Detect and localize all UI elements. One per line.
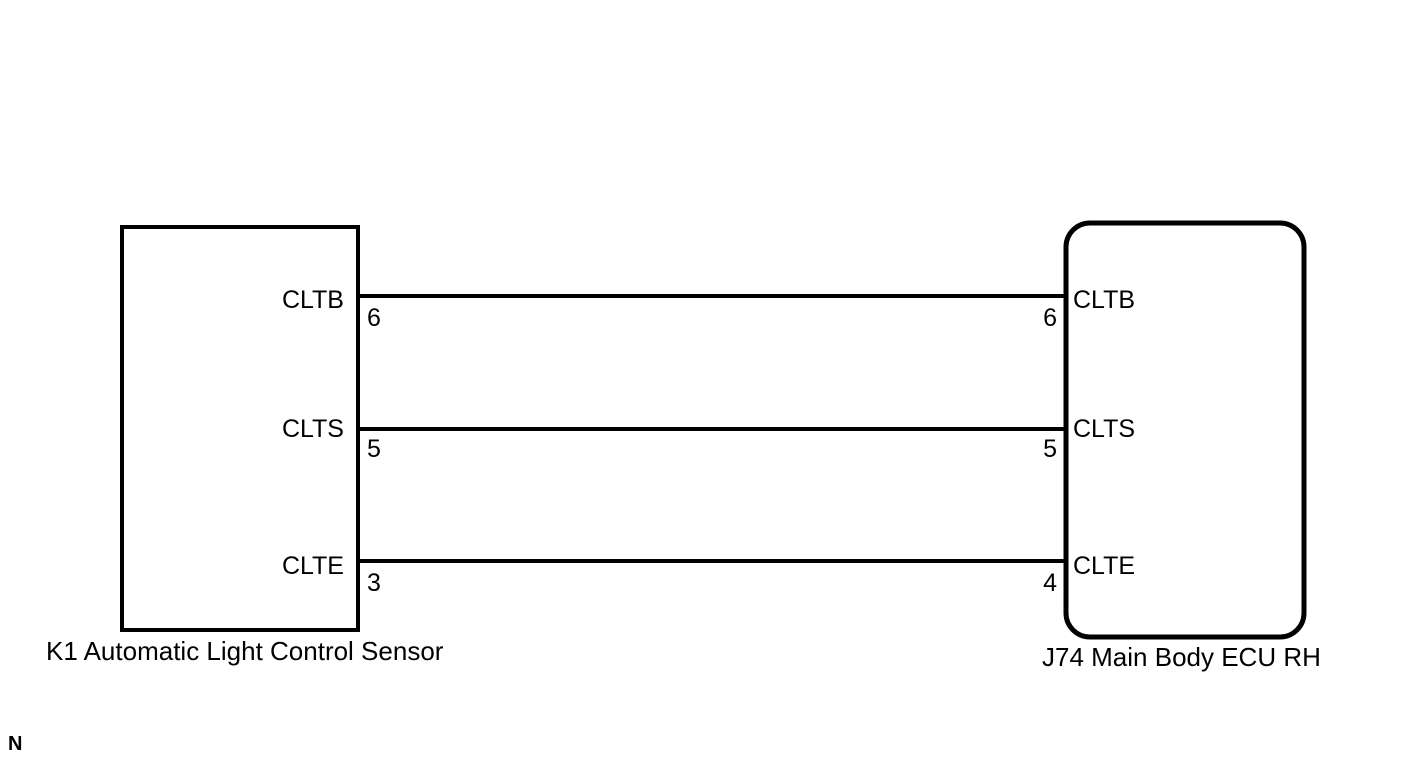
left-pin-signal-clts: CLTS xyxy=(282,415,344,443)
right-pin-signal-clts: CLTS xyxy=(1073,415,1135,443)
left-pin-number-clte: 3 xyxy=(367,569,381,597)
left-pin-signal-clte: CLTE xyxy=(282,552,344,580)
right-pin-number-clts: 5 xyxy=(1043,435,1057,463)
right-pin-number-clte: 4 xyxy=(1043,569,1057,597)
j74-ecu-label: J74 Main Body ECU RH xyxy=(1042,642,1321,672)
left-pin-number-cltb: 6 xyxy=(367,304,381,332)
right-pin-signal-clte: CLTE xyxy=(1073,552,1135,580)
k1-sensor-label: K1 Automatic Light Control Sensor xyxy=(46,636,444,666)
right-pin-signal-cltb: CLTB xyxy=(1073,286,1135,314)
corner-mark: N xyxy=(8,733,22,755)
left-pin-number-clts: 5 xyxy=(367,435,381,463)
right-pin-number-cltb: 6 xyxy=(1043,304,1057,332)
left-pin-signal-cltb: CLTB xyxy=(282,286,344,314)
